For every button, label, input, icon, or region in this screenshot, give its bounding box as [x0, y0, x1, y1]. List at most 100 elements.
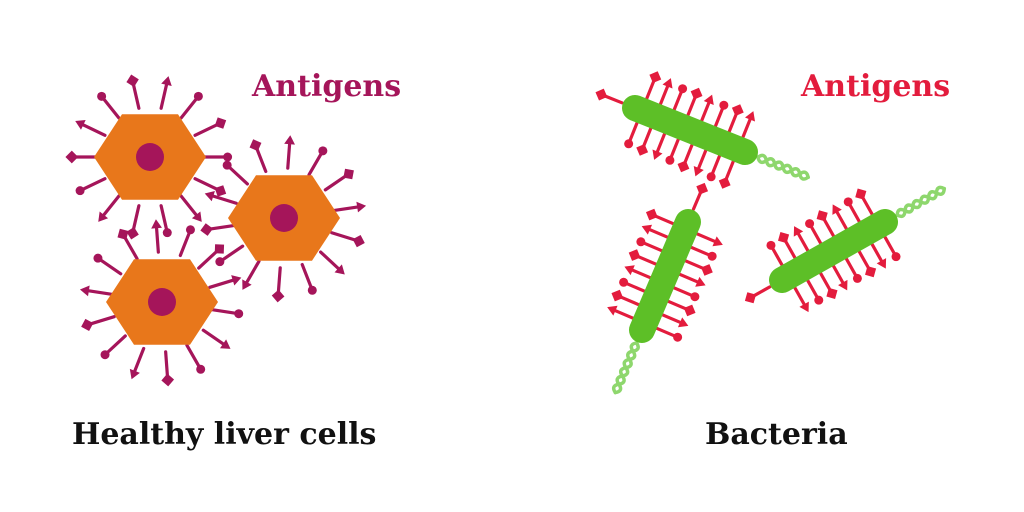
liver-cells-panel: Antigens Healthy liver cells [65, 69, 401, 452]
antigen-head [718, 176, 731, 189]
antigen-spike-icon [185, 343, 206, 374]
antigen-spike-icon [868, 239, 887, 269]
antigen-head [693, 165, 704, 177]
antigen-head [214, 244, 225, 254]
antigen-stem [197, 250, 218, 270]
antigen-head [744, 292, 757, 304]
antigen-spike-icon [816, 210, 837, 241]
antigen-stem [603, 94, 624, 105]
antigen-stem [323, 174, 347, 192]
antigen-head [855, 188, 867, 200]
antigen-stem [643, 79, 656, 104]
antigen-stem [185, 343, 201, 368]
antigen-head [624, 265, 635, 276]
antigen-head [649, 71, 662, 84]
antigen-spike-icon [98, 194, 121, 222]
antigen-stem [830, 261, 845, 285]
antigen-spike-icon [307, 146, 328, 177]
antigen-spike-icon [179, 91, 203, 120]
antigen-spike-icon [129, 346, 146, 380]
nucleus-icon [270, 204, 298, 232]
nucleus-icon [136, 143, 164, 171]
antigen-stem [809, 225, 824, 248]
antigen-head [816, 210, 828, 222]
antigen-stem [81, 177, 107, 191]
antigen-head [636, 237, 646, 247]
antigen-head [100, 350, 110, 360]
antigen-spike-icon [671, 84, 688, 115]
bacterium [595, 71, 810, 189]
antigen-head [318, 146, 328, 156]
bacteria-title: Bacteria [705, 417, 848, 452]
antigen-spike-icon [271, 266, 285, 303]
liver-cells-title: Healthy liver cells [72, 417, 376, 452]
antigen-spike-icon [830, 261, 848, 291]
antigen-stem [726, 112, 738, 137]
antigen-head [677, 160, 690, 173]
antigen-head [678, 84, 688, 94]
antigen-head [352, 235, 365, 248]
antigen-spike-icon [284, 135, 295, 170]
antigen-head [701, 264, 713, 276]
antigen-spike-icon [75, 177, 107, 196]
antigen-head [126, 227, 139, 240]
antigen-spike-icon [97, 91, 121, 120]
antigen-stem [164, 350, 170, 378]
antigen-spike-icon [209, 307, 244, 319]
antigen-spike-icon [652, 325, 683, 342]
antigen-stem [685, 95, 697, 120]
antigen-head [214, 117, 227, 129]
antigen-head [271, 289, 285, 303]
antigen-head [196, 364, 206, 374]
antigen-head [832, 204, 842, 215]
antigen-head [343, 168, 354, 180]
antigen-head [222, 160, 232, 170]
antigen-stem [710, 151, 723, 176]
antigen-spike-icon [204, 190, 238, 205]
antigen-stem [276, 266, 282, 294]
antigen-spike-icon [208, 275, 242, 289]
antigen-stem [123, 236, 139, 261]
antigen-spike-icon [657, 78, 673, 109]
antigen-stem [331, 205, 359, 213]
antigen-head [97, 91, 107, 101]
antigen-stem [81, 123, 107, 137]
antigen-spike-icon [607, 305, 638, 321]
antigen-head [852, 273, 862, 283]
antigen-spike-icon [843, 197, 863, 226]
antigen-head [778, 232, 790, 244]
antigen-head [805, 219, 815, 229]
antigen-spike-icon [595, 88, 624, 105]
antigen-spike-icon [686, 244, 717, 261]
antigen-stem [102, 194, 121, 217]
antigen-stem [804, 276, 819, 299]
antigen-head [231, 275, 242, 286]
antigen-stem [658, 312, 682, 324]
antigen-head [799, 301, 809, 313]
antigen-head [356, 201, 367, 213]
antigen-stem [211, 194, 238, 205]
antigen-stem [856, 247, 871, 270]
antigen-head [151, 219, 162, 229]
antigen-head [838, 279, 848, 291]
nucleus-icon [148, 288, 176, 316]
antigen-spike-icon [222, 160, 249, 186]
antigen-stem [221, 244, 245, 262]
antigen-stem [654, 214, 678, 227]
antigen-stem [209, 307, 237, 315]
antigen-spike-icon [197, 244, 225, 270]
antigen-head [162, 228, 172, 238]
antigen-head [81, 318, 94, 332]
antigen-spike-icon [675, 271, 706, 287]
antigen-spike-icon [323, 168, 354, 192]
antigen-head [161, 373, 175, 387]
antigen-head [75, 120, 86, 130]
antigen-stem [691, 190, 703, 211]
antigen-stem [655, 129, 668, 154]
liver-cell [65, 74, 233, 240]
antigen-stem [300, 262, 313, 289]
antigen-stem [652, 325, 676, 338]
antigen-head [611, 289, 624, 302]
antigen-stem [817, 268, 832, 292]
bacterium [607, 182, 723, 395]
